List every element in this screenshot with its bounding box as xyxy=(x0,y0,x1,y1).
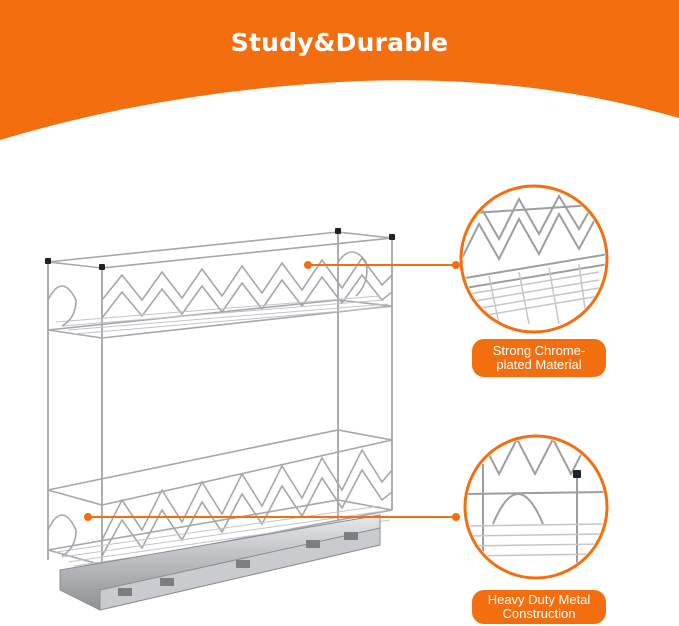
slide-rail xyxy=(59,514,381,611)
callout-label-chrome: Strong Chrome- plated Material xyxy=(472,339,606,377)
frame-detail-closeup xyxy=(463,434,609,585)
callout-line: plated Material xyxy=(496,357,582,372)
banner-shape xyxy=(0,0,679,140)
callout-line: Strong Chrome- xyxy=(492,343,586,358)
rail-detail-closeup xyxy=(459,184,609,339)
callout-line: Construction xyxy=(502,606,576,621)
callout-label-metal: Heavy Duty Metal Construction xyxy=(472,590,606,624)
banner-title: Study&Durable xyxy=(230,28,449,57)
header-banner: Study&Durable xyxy=(0,0,679,160)
callout-line: Heavy Duty Metal xyxy=(487,592,591,607)
